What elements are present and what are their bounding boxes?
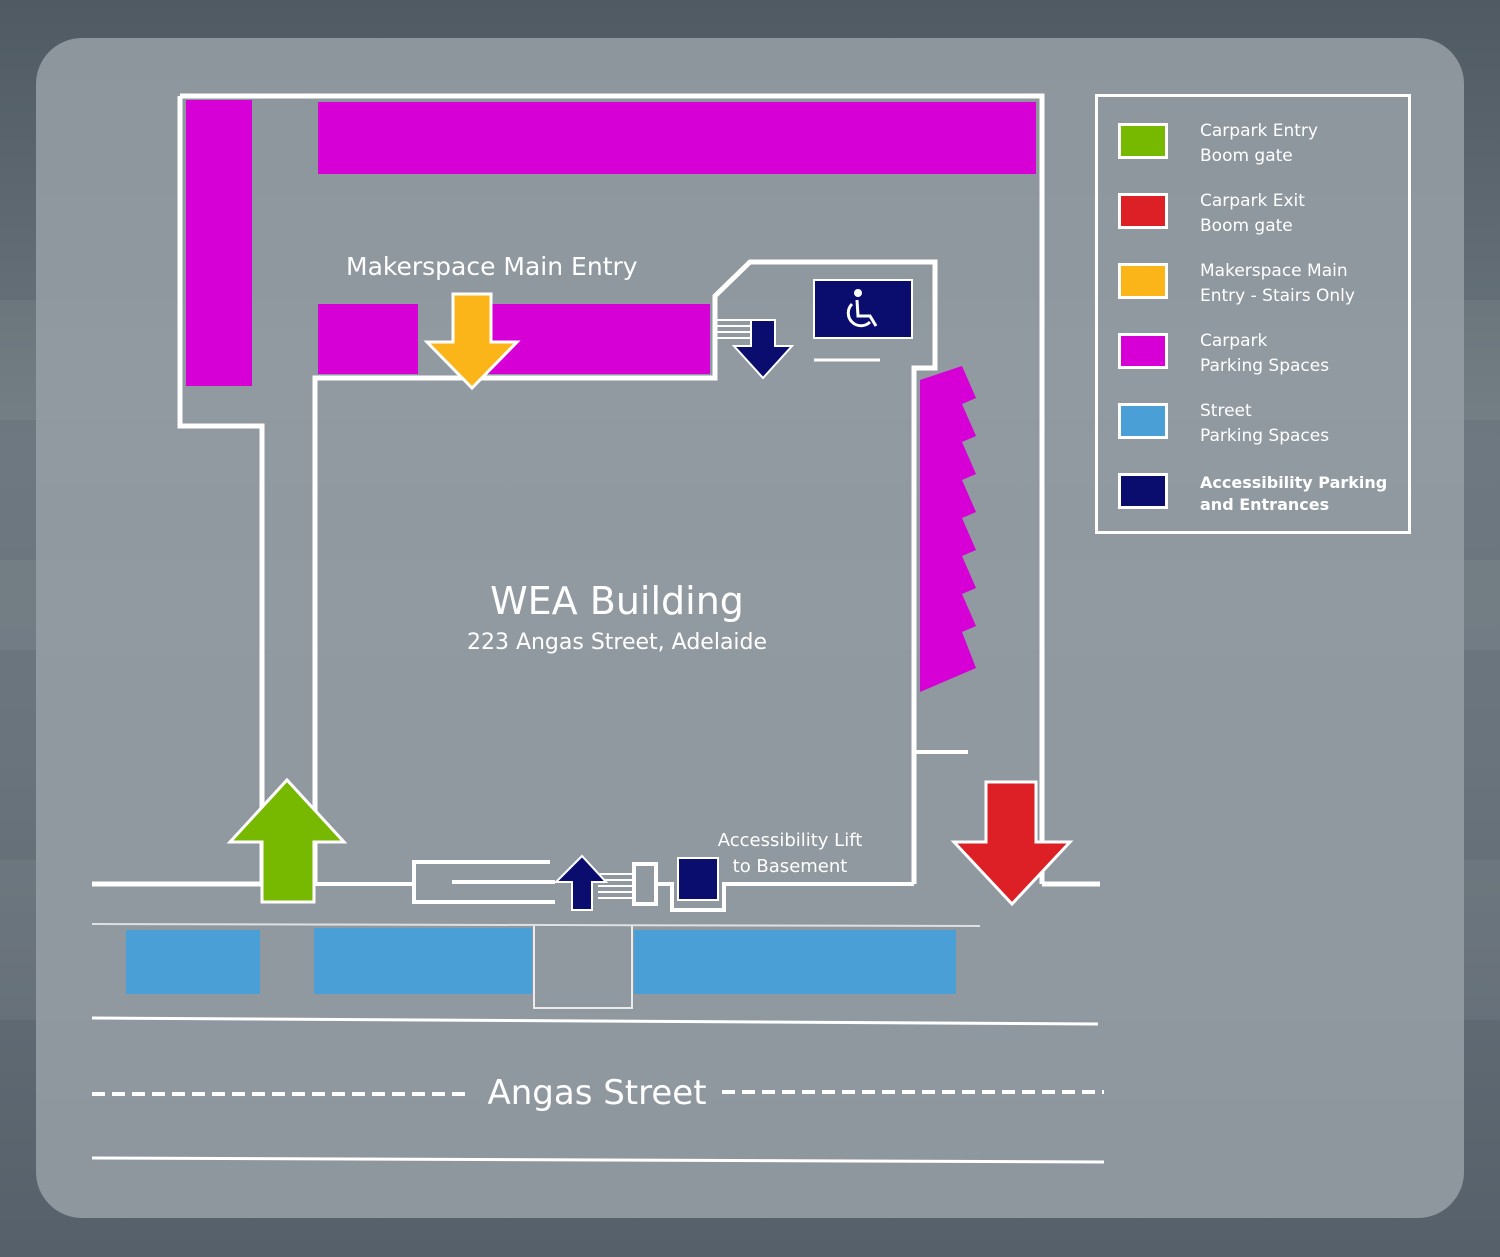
legend-label-makerspace-entry: Makerspace Main Entry - Stairs Only bbox=[1200, 261, 1355, 306]
building-address: 223 Angas Street, Adelaide bbox=[467, 630, 767, 655]
makerspace-entry-arrow bbox=[423, 292, 521, 391]
legend-swatch-makerspace-entry bbox=[1118, 263, 1168, 299]
accessibility-parking-space bbox=[813, 279, 913, 339]
accessibility-entry-arrow-front bbox=[553, 854, 609, 911]
legend-item-carpark-parking: Carpark Parking Spaces bbox=[1118, 329, 1408, 389]
curb-line bbox=[91, 923, 981, 927]
rear-stairs bbox=[716, 319, 750, 339]
carpark-entry-arrow bbox=[226, 777, 348, 904]
carpark-parking-north bbox=[318, 102, 1036, 174]
legend-swatch-carpark-parking bbox=[1118, 333, 1168, 369]
legend-swatch-accessibility bbox=[1118, 473, 1168, 509]
legend-item-street-parking: Street Parking Spaces bbox=[1118, 399, 1408, 459]
street-parking-2 bbox=[314, 928, 532, 994]
road-edge-south bbox=[91, 1156, 1105, 1164]
carpark-exit-arrow bbox=[950, 780, 1074, 907]
front-ramp bbox=[315, 860, 555, 904]
front-wall bbox=[656, 882, 914, 912]
carpark-parking-west bbox=[186, 100, 252, 386]
legend-label-street-parking: Street Parking Spaces bbox=[1200, 401, 1330, 446]
wheelchair-icon bbox=[846, 289, 878, 328]
road-edge-north bbox=[91, 1016, 1099, 1026]
driveway bbox=[533, 926, 633, 1009]
carpark-parking-east bbox=[920, 366, 976, 692]
legend-item-carpark-entry: Carpark Entry Boom gate bbox=[1118, 119, 1408, 179]
legend-label-accessibility: Accessibility Parking and Entrances bbox=[1200, 473, 1388, 514]
street-name-label: Angas Street bbox=[487, 1073, 706, 1113]
legend-swatch-street-parking bbox=[1118, 403, 1168, 439]
lift-label-line1: Accessibility Lift bbox=[718, 830, 863, 851]
accessibility-entry-arrow-rear bbox=[731, 319, 795, 380]
lift-door bbox=[632, 862, 658, 906]
legend-label-carpark-exit: Carpark Exit Boom gate bbox=[1200, 191, 1305, 236]
legend-swatch-carpark-entry bbox=[1118, 123, 1168, 159]
building-name: WEA Building bbox=[490, 579, 744, 623]
makerspace-entry-label: Makerspace Main Entry bbox=[346, 252, 638, 281]
legend-item-accessibility: Accessibility Parking and Entrances bbox=[1118, 469, 1408, 529]
street-parking-1 bbox=[126, 930, 260, 994]
legend-swatch-carpark-exit bbox=[1118, 193, 1168, 229]
carpark-parking-front-left bbox=[318, 304, 418, 374]
legend-label-carpark-parking: Carpark Parking Spaces bbox=[1200, 331, 1330, 376]
legend-item-carpark-exit: Carpark Exit Boom gate bbox=[1118, 189, 1408, 249]
front-stairs bbox=[598, 873, 634, 899]
accessibility-lift bbox=[677, 857, 719, 901]
legend-label-carpark-entry: Carpark Entry Boom gate bbox=[1200, 121, 1318, 166]
lift-label-line2: to Basement bbox=[733, 856, 848, 877]
carpark-parking-front-right bbox=[470, 304, 710, 374]
carpark-outline bbox=[92, 93, 1100, 887]
building-outline bbox=[312, 259, 938, 884]
legend-item-makerspace-entry: Makerspace Main Entry - Stairs Only bbox=[1118, 259, 1408, 319]
street-parking-3 bbox=[634, 930, 956, 994]
